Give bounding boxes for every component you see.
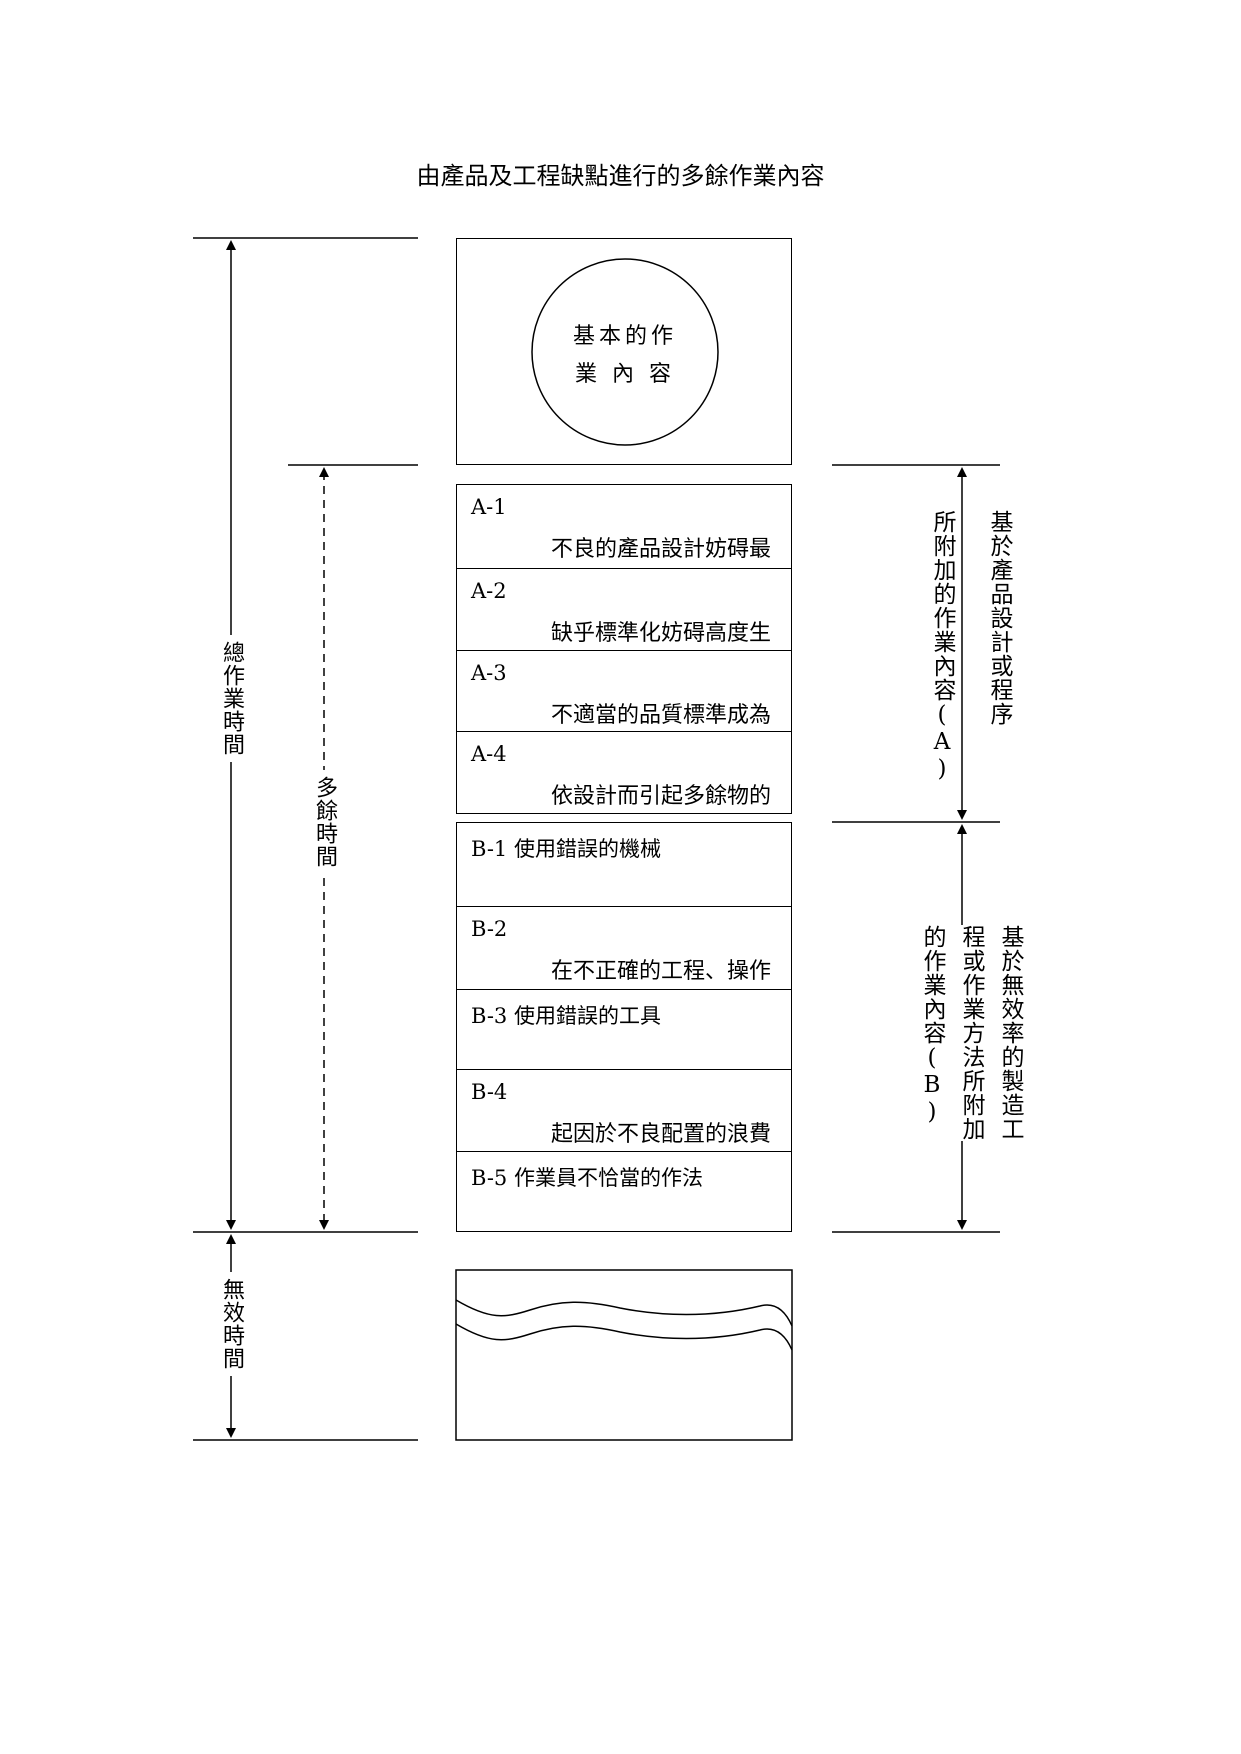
b4-code: B-4 <box>471 1080 508 1104</box>
b-content-label-col2: 程或作業方法所附加 <box>955 925 987 1141</box>
basic-content-line2: 業 內 容 <box>575 362 675 387</box>
a1-desc: 不良的產品設計妨碍最 <box>550 537 771 562</box>
b4-desc: 起因於不良配置的浪費 <box>550 1122 771 1147</box>
page-title: 由產品及工程缺點進行的多餘作業內容 <box>416 162 825 190</box>
b3-text: B-3 使用錯誤的工具 <box>471 1004 661 1028</box>
ineffective-time-box <box>455 1269 793 1441</box>
a2-desc: 缺乎標準化妨碍高度生 <box>550 621 771 646</box>
total-time-label: 總作業時間 <box>218 635 244 762</box>
list-item-b4: B-4 起因於不良配置的浪費 <box>457 1069 791 1151</box>
basic-content-circle <box>531 258 719 446</box>
list-item-b1: B-1 使用錯誤的機械 <box>457 823 791 906</box>
b-content-label-col1: 基於無效率的製造工 <box>997 925 1023 1141</box>
basic-content-line1: 基本的作 <box>572 324 677 349</box>
a2-code: A-2 <box>471 579 507 603</box>
basic-content-box <box>456 238 792 465</box>
a4-code: A-4 <box>471 742 507 766</box>
list-item-b5: B-5 作業員不恰當的作法 <box>457 1151 791 1231</box>
ineffective-time-label: 無效時間 <box>218 1272 244 1376</box>
a1-code: A-1 <box>471 495 507 519</box>
list-item-a4: A-4 依設計而引起多餘物的 <box>457 731 791 813</box>
a-content-label-col1: 基於產品設計或程序 <box>986 510 1012 726</box>
break-wave-lower <box>455 1323 793 1351</box>
basic-content-label: 基本的作 業 內 容 <box>555 318 695 394</box>
b-content-box: B-1 使用錯誤的機械 B-2 在不正確的工程、操作 B-3 使用錯誤的工具 B… <box>456 822 792 1232</box>
a4-desc: 依設計而引起多餘物的 <box>550 784 771 809</box>
a-content-label-col2: 所附加的作業內容(A) <box>929 510 955 783</box>
list-item-b2: B-2 在不正確的工程、操作 <box>457 906 791 989</box>
a3-code: A-3 <box>471 661 507 685</box>
list-item-a2: A-2 缺乎標準化妨碍高度生 <box>457 568 791 650</box>
b2-desc: 在不正確的工程、操作 <box>550 959 771 984</box>
list-item-b3: B-3 使用錯誤的工具 <box>457 989 791 1069</box>
a-content-box: A-1 不良的產品設計妨碍最 A-2 缺乎標準化妨碍高度生 A-3 不適當的品質… <box>456 484 792 814</box>
excess-time-label: 多餘時間 <box>311 770 337 874</box>
list-item-a3: A-3 不適當的品質標準成為 <box>457 650 791 732</box>
b5-text: B-5 作業員不恰當的作法 <box>471 1166 703 1190</box>
b1-text: B-1 使用錯誤的機械 <box>471 837 661 861</box>
break-wave-upper <box>455 1299 793 1327</box>
a3-desc: 不適當的品質標準成為 <box>550 703 771 728</box>
b-content-label-col3: 的作業內容(B) <box>919 925 945 1126</box>
list-item-a1: A-1 不良的產品設計妨碍最 <box>457 485 791 568</box>
b2-code: B-2 <box>471 917 508 941</box>
